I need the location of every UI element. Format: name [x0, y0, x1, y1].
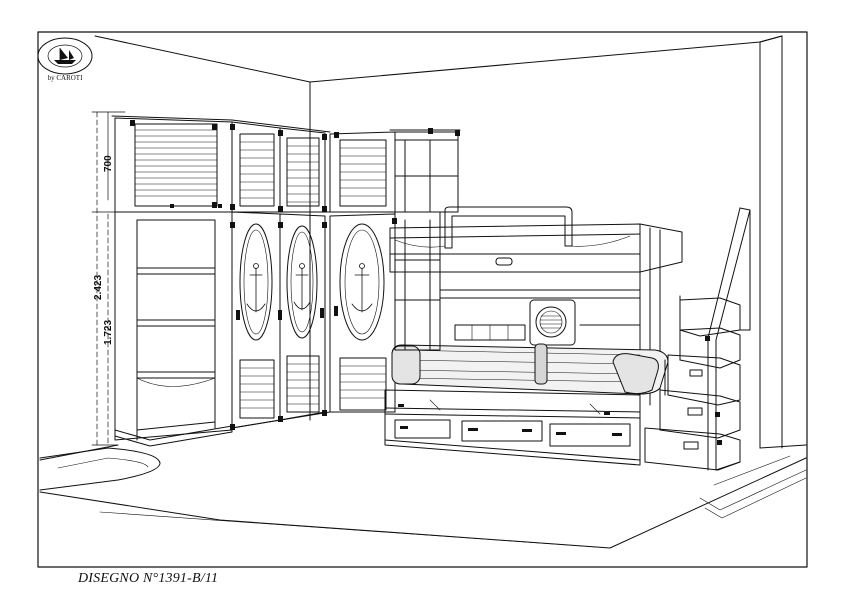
ship-seal-icon: [37, 37, 93, 75]
staircase: [644, 207, 751, 471]
dimension-total: 2.423: [93, 275, 104, 300]
bunk-bed: [384, 206, 683, 466]
porthole-vent-icon: [535, 306, 567, 338]
wardrobe-lower: [114, 211, 459, 447]
brand-name: by CAROTI: [47, 74, 83, 82]
room-walls: [39, 35, 807, 461]
bolster-cushion: [391, 343, 669, 395]
anchor-icon: [293, 263, 311, 311]
drawing-number: DISEGNO N°1391-B/11: [78, 571, 219, 586]
dimension-upper: 700: [103, 155, 114, 172]
dimension-lines: 700 2.423 1.723: [91, 111, 126, 446]
anchor-icon: [351, 263, 373, 313]
hardware: [130, 120, 460, 430]
louver-slats: [134, 129, 218, 197]
dimension-lower: 1.723: [103, 320, 114, 345]
lower-open-shelves: [394, 211, 441, 351]
brand-logo: by CAROTI: [36, 36, 94, 88]
anchor-icon: [246, 263, 266, 313]
floor-rug: [39, 447, 807, 549]
upper-cabinets: [111, 115, 461, 213]
sheet-border: [37, 31, 808, 568]
